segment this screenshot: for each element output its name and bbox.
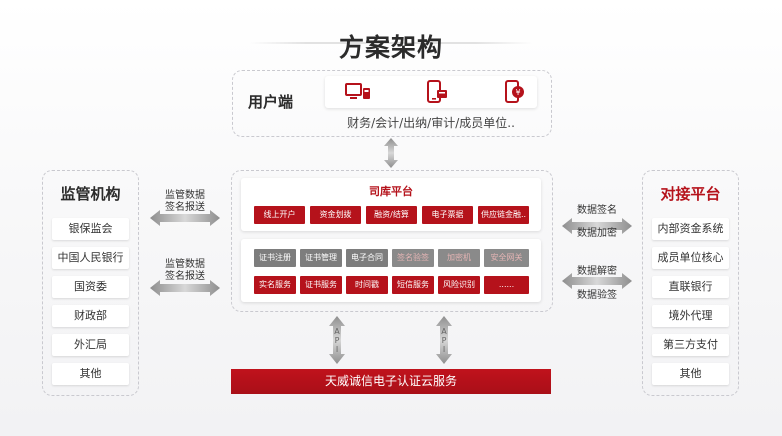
connect-item: 境外代理 <box>652 305 729 327</box>
core-service-cell: ...... <box>484 276 529 294</box>
arrow-api-right <box>436 316 452 364</box>
cloud-service-bar: 天威诚信电子认证云服务 <box>231 369 551 394</box>
user-device-strip: ¥ <box>325 76 537 108</box>
regulator-item: 国资委 <box>52 276 129 298</box>
connect-item: 其他 <box>652 363 729 385</box>
user-end-group <box>232 70 552 137</box>
core-platform-title: 司库平台 <box>369 185 413 198</box>
right-flow-bottom-label-1: 数据解密 <box>577 266 617 277</box>
arrow-left-top <box>150 210 220 226</box>
connect-platform-title: 对接平台 <box>660 185 721 203</box>
api-letter: P <box>441 336 447 345</box>
left-flow-bottom-label: 监管数据 签名报送 <box>155 259 215 283</box>
core-cert-cell: 签名验签 <box>392 249 434 267</box>
core-cert-cell: 电子合同 <box>346 249 388 267</box>
regulator-item: 外汇局 <box>52 334 129 356</box>
right-flow-bottom-label-2: 数据验签 <box>577 290 617 301</box>
connect-item: 成员单位核心 <box>652 247 729 269</box>
arrow-user-core <box>384 138 398 168</box>
api-letter: A <box>441 327 447 336</box>
api-letter: I <box>335 345 339 354</box>
core-business-cell: 供应链金融.. <box>478 206 529 224</box>
right-flow-top-label-2: 数据加密 <box>577 228 617 239</box>
core-service-cell: 短信服务 <box>392 276 434 294</box>
core-cert-cell: 加密机 <box>438 249 480 267</box>
connect-item: 第三方支付 <box>652 334 729 356</box>
core-business-cell: 电子票据 <box>422 206 473 224</box>
core-cert-cell: 安全网关 <box>484 249 529 267</box>
flow-label-line: 签名报送 <box>165 271 205 282</box>
core-service-cell: 风险识别 <box>438 276 480 294</box>
page-title: 方案架构 <box>338 33 443 62</box>
arrow-right-bottom <box>562 273 632 289</box>
core-service-cell: 时间戳 <box>346 276 388 294</box>
arrow-api-left <box>329 316 345 364</box>
core-cert-cell: 证书管理 <box>300 249 342 267</box>
connect-item: 内部资金系统 <box>652 218 729 240</box>
core-platform-group <box>231 170 553 312</box>
api-label-right: A P I <box>439 327 449 354</box>
api-label-left: A P I <box>332 327 342 354</box>
regulators-title: 监管机构 <box>60 185 121 203</box>
arrow-left-bottom <box>150 280 220 296</box>
computer-terminal-icon <box>345 83 370 99</box>
flow-label-line: 监管数据 <box>165 190 205 201</box>
regulator-item: 中国人民银行 <box>52 247 129 269</box>
user-roles-text: 财务/会计/出纳/审计/成员单位.. <box>347 116 515 130</box>
right-flow-top-label-1: 数据签名 <box>577 205 617 216</box>
core-business-cell: 线上开户 <box>254 206 305 224</box>
core-business-cell: 资金划拨 <box>310 206 361 224</box>
mobile-app-icon <box>427 80 447 103</box>
user-end-label: 用户端 <box>248 93 294 111</box>
left-flow-top-label: 监管数据 签名报送 <box>155 190 215 214</box>
connect-item: 直联银行 <box>652 276 729 298</box>
flow-label-line: 签名报送 <box>165 202 205 213</box>
mobile-payment-icon: ¥ <box>505 80 524 103</box>
flow-label-line: 监管数据 <box>165 259 205 270</box>
api-letter: P <box>334 336 340 345</box>
regulators-group <box>42 170 139 396</box>
regulator-item: 其他 <box>52 363 129 385</box>
core-cert-cell: 证书注册 <box>254 249 296 267</box>
arrow-right-top <box>562 218 632 234</box>
regulator-item: 财政部 <box>52 305 129 327</box>
connect-platform-group <box>642 170 739 396</box>
api-letter: A <box>334 327 340 336</box>
core-service-cell: 实名服务 <box>254 276 296 294</box>
core-service-cell: 证书服务 <box>300 276 342 294</box>
regulator-item: 银保监会 <box>52 218 129 240</box>
svg-text:¥: ¥ <box>515 88 520 97</box>
core-business-cell: 融资/结算 <box>366 206 417 224</box>
title-decoration <box>250 42 532 44</box>
api-letter: I <box>442 345 446 354</box>
